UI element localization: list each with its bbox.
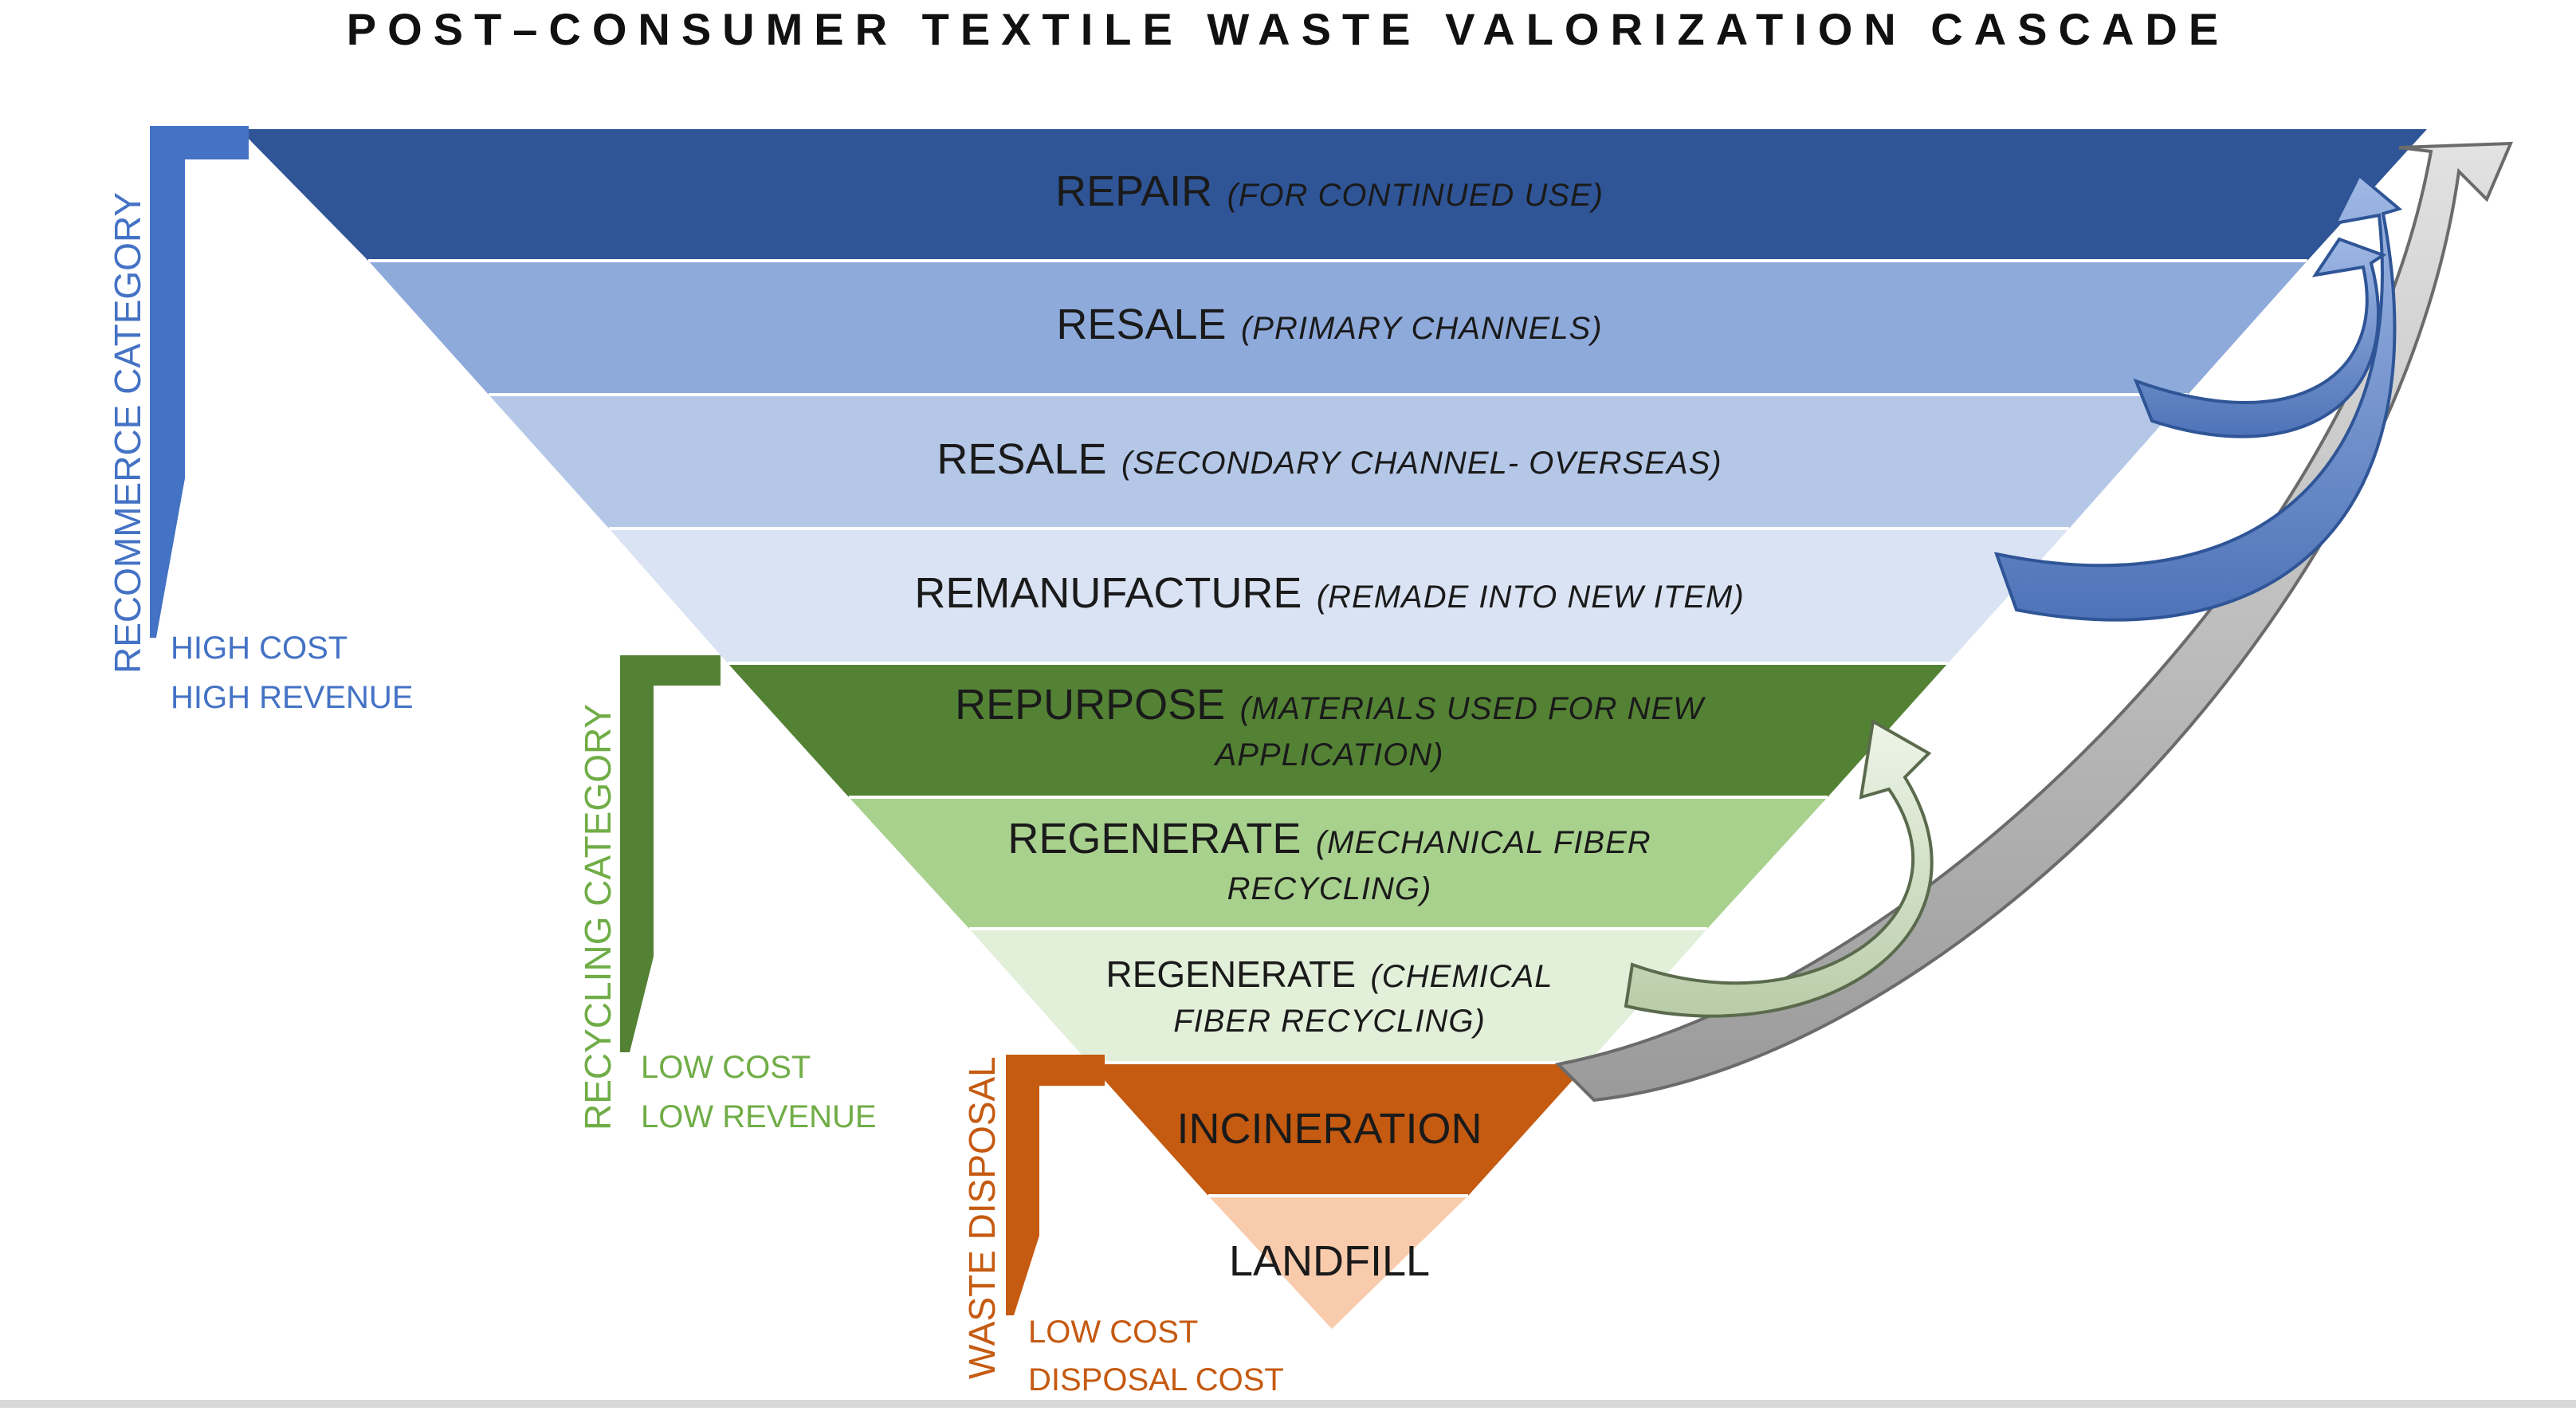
arrow-grey-to-repair bbox=[1554, 141, 2514, 1103]
level-labels: REPAIR (FOR CONTINUED USE) RESALE (PRIMA… bbox=[914, 167, 1744, 1285]
recycling-cost-line2: LOW REVENUE bbox=[641, 1099, 877, 1134]
level-sub: (SECONDARY CHANNEL- OVERSEAS) bbox=[1121, 446, 1722, 481]
level-label-repurpose-line2: APPLICATION) bbox=[1214, 737, 1444, 772]
level-name: REGENERATE bbox=[1007, 815, 1301, 863]
level-band-remanufacture bbox=[609, 529, 2069, 663]
level-band-resale-primary bbox=[368, 261, 2307, 395]
level-sub: (MECHANICAL FIBER bbox=[1316, 825, 1651, 860]
arrow-blue-to-resale-primary bbox=[2133, 237, 2387, 438]
cascade-arrows bbox=[1554, 141, 2514, 1103]
disposal-cost-line1: LOW COST bbox=[1028, 1315, 1198, 1350]
level-label-resale-secondary: RESALE (SECONDARY CHANNEL- OVERSEAS) bbox=[937, 435, 1722, 483]
level-label-resale-primary: RESALE (PRIMARY CHANNELS) bbox=[1056, 301, 1602, 348]
level-label-repair: REPAIR (FOR CONTINUED USE) bbox=[1055, 167, 1604, 215]
level-sub: (FOR CONTINUED USE) bbox=[1227, 178, 1604, 213]
cascade-bands bbox=[239, 129, 2427, 1329]
disposal-bracket bbox=[1006, 1055, 1105, 1315]
level-label-repurpose: REPURPOSE (MATERIALS USED FOR NEW bbox=[955, 681, 1706, 729]
level-label-regenerate-chemical: REGENERATE (CHEMICAL bbox=[1105, 953, 1553, 995]
recommerce-cost-line1: HIGH COST bbox=[171, 631, 348, 666]
level-band-landfill bbox=[1208, 1196, 1468, 1329]
level-name: RESALE bbox=[1056, 301, 1226, 348]
level-sub: (PRIMARY CHANNELS) bbox=[1241, 311, 1603, 346]
level-label-incineration: INCINERATION bbox=[1176, 1105, 1482, 1153]
bottom-rule bbox=[0, 1400, 2576, 1408]
disposal-category-label: WASTE DISPOSAL bbox=[961, 1056, 1003, 1379]
arrow-green-to-repurpose bbox=[1624, 718, 1934, 1018]
level-band-regenerate-chemical bbox=[969, 929, 1707, 1063]
level-label-regenerate-mechanical: REGENERATE (MECHANICAL FIBER bbox=[1007, 815, 1651, 863]
diagram-title: POST–CONSUMER TEXTILE WASTE VALORIZATION… bbox=[347, 4, 2229, 54]
level-name: REPAIR bbox=[1055, 167, 1212, 215]
level-band-regenerate-mechanical bbox=[849, 797, 1828, 929]
level-label-regenerate-chemical-line2: FIBER RECYCLING) bbox=[1173, 1004, 1486, 1039]
recommerce-category-label: RECOMMERCE CATEGORY bbox=[107, 192, 148, 674]
level-band-incineration bbox=[1089, 1063, 1588, 1196]
level-name: RESALE bbox=[937, 435, 1106, 483]
level-sub: (REMADE INTO NEW ITEM) bbox=[1317, 580, 1745, 615]
level-sub: (CHEMICAL bbox=[1370, 959, 1553, 994]
level-label-regenerate-mechanical-line2: RECYCLING) bbox=[1227, 871, 1432, 906]
level-label-remanufacture: REMANUFACTURE (REMADE INTO NEW ITEM) bbox=[914, 569, 1744, 617]
level-label-landfill: LANDFILL bbox=[1229, 1237, 1430, 1285]
level-band-repurpose bbox=[728, 663, 1948, 797]
recycling-bracket bbox=[620, 655, 721, 1052]
arrow-blue-to-repair bbox=[1993, 172, 2403, 622]
disposal-cost-line2: DISPOSAL COST bbox=[1028, 1362, 1284, 1397]
recommerce-cost-line2: HIGH REVENUE bbox=[171, 680, 414, 715]
level-band-resale-secondary bbox=[489, 395, 2188, 529]
level-sub: (MATERIALS USED FOR NEW bbox=[1240, 691, 1706, 726]
recommerce-bracket bbox=[150, 126, 249, 638]
level-name: REMANUFACTURE bbox=[914, 569, 1302, 617]
level-name: REGENERATE bbox=[1105, 953, 1356, 995]
recycling-cost-line1: LOW COST bbox=[641, 1050, 811, 1085]
recycling-category-label: RECYCLING CATEGORY bbox=[577, 704, 618, 1130]
level-band-repair bbox=[239, 129, 2427, 261]
category-brackets bbox=[150, 126, 1105, 1315]
level-name: REPURPOSE bbox=[955, 681, 1225, 729]
